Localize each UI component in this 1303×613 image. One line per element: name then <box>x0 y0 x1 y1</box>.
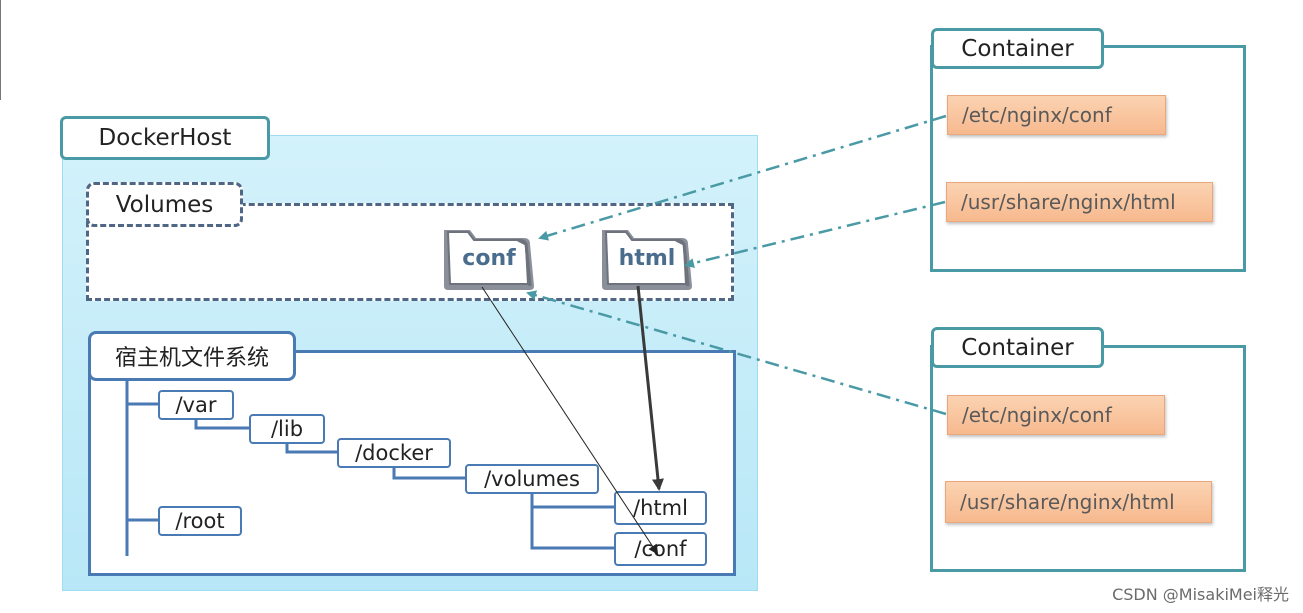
container-2-conf-path: /etc/nginx/conf <box>947 395 1165 435</box>
tree-node-volumes: /volumes <box>465 464 599 494</box>
tree-node-docker: /docker <box>337 438 451 468</box>
container-2-label: Container <box>931 327 1104 368</box>
container-2-box <box>930 345 1246 572</box>
hostfs-label: 宿主机文件系统 <box>88 331 296 381</box>
tree-node-root: /root <box>158 506 242 536</box>
html-folder-icon: html <box>598 224 696 294</box>
conf-folder-label: conf <box>462 246 516 271</box>
container-1-html-path: /usr/share/nginx/html <box>946 182 1213 222</box>
container-2-html-path: /usr/share/nginx/html <box>945 481 1212 523</box>
html-folder-label: html <box>618 246 676 271</box>
tree-node-lib: /lib <box>249 414 325 444</box>
container-1-label: Container <box>931 28 1104 69</box>
frame-line <box>0 0 1 100</box>
tree-node-var: /var <box>158 390 234 420</box>
tree-node-conf: /conf <box>614 532 707 566</box>
volumes-label: Volumes <box>86 182 243 227</box>
container-1-conf-path: /etc/nginx/conf <box>947 95 1166 135</box>
watermark: CSDN @MisakiMei释光 <box>1112 585 1289 604</box>
tree-node-html: /html <box>614 491 707 525</box>
conf-folder-icon: conf <box>440 224 538 294</box>
container-1-box <box>930 45 1246 272</box>
dockerhost-label: DockerHost <box>60 116 270 160</box>
